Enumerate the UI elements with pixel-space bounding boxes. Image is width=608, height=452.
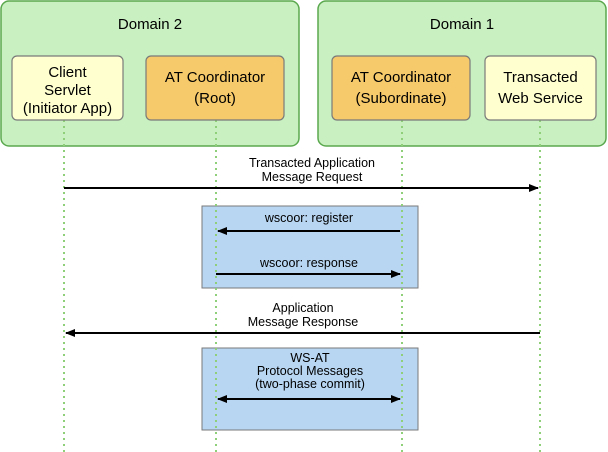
protocol-label-1: WS-AT — [290, 351, 330, 365]
client-servlet-label-3: (Initiator App) — [23, 100, 112, 117]
protocol-label-3: (two-phase commit) — [255, 377, 365, 391]
app-response-label-1: Application — [272, 301, 333, 315]
domain-2-label: Domain 2 — [118, 16, 182, 33]
client-servlet-label-2: Servlet — [44, 82, 92, 99]
protocol-panel — [201, 347, 419, 431]
subordinate-coordinator-label-2: (Subordinate) — [356, 90, 447, 107]
domain-1-label: Domain 1 — [430, 16, 494, 33]
app-response-label-2: Message Response — [248, 315, 359, 329]
client-servlet-box — [11, 55, 124, 121]
root-coordinator-box — [145, 55, 285, 121]
response-label: wscoor: response — [259, 256, 358, 270]
client-servlet-label-1: Client — [48, 64, 87, 81]
app-request-label-1: Transacted Application — [249, 156, 375, 170]
subordinate-coordinator-box — [331, 55, 471, 121]
web-service-box — [484, 55, 597, 121]
root-coordinator-label-2: (Root) — [194, 90, 236, 107]
web-service-label-2: Web Service — [498, 90, 583, 107]
register-label: wscoor: register — [264, 211, 353, 225]
subordinate-coordinator-label-1: AT Coordinator — [351, 69, 451, 86]
protocol-label-2: Protocol Messages — [257, 364, 363, 378]
root-coordinator-label-1: AT Coordinator — [165, 69, 265, 86]
web-service-label-1: Transacted — [503, 69, 577, 86]
app-request-label-2: Message Request — [262, 170, 363, 184]
